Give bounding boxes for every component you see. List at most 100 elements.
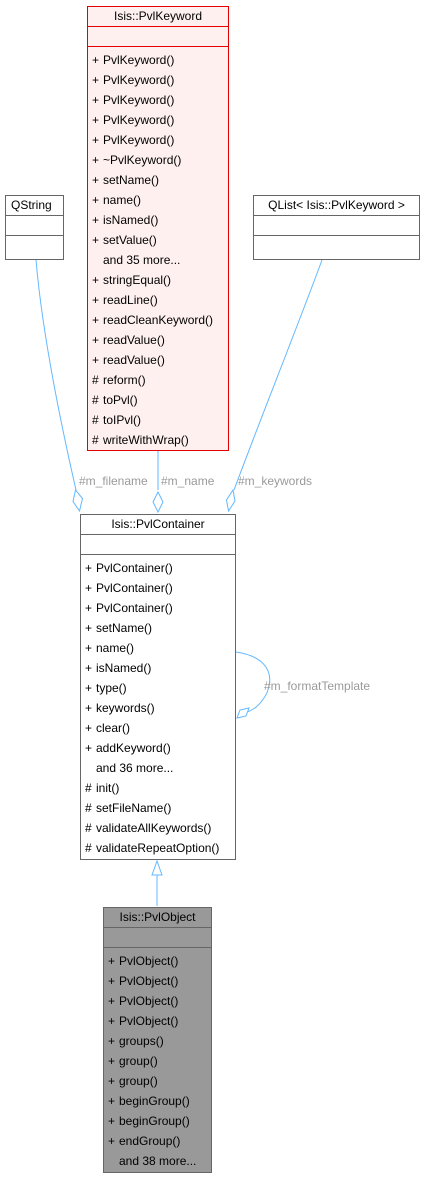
class-operation: +readValue()	[88, 350, 228, 370]
visibility-marker: +	[92, 113, 100, 127]
class-operation: +PvlKeyword()	[88, 50, 228, 70]
operation-label: setName()	[96, 621, 153, 635]
class-title: Isis::PvlObject	[104, 908, 211, 928]
visibility-marker: #	[85, 821, 92, 835]
class-operations: +PvlContainer()+PvlContainer()+PvlContai…	[81, 555, 235, 858]
class-attributes	[104, 928, 211, 948]
visibility-marker: +	[85, 681, 93, 695]
operation-label: PvlKeyword()	[103, 133, 175, 147]
operation-label: writeWithWrap()	[103, 433, 189, 447]
class-operation: +PvlContainer()	[81, 558, 235, 578]
operation-label: validateAllKeywords()	[96, 821, 212, 835]
class-operation: #toPvl()	[88, 390, 228, 410]
class-pvlobject[interactable]: Isis::PvlObject +PvlObject()+PvlObject()…	[103, 907, 212, 1173]
visibility-marker: +	[85, 641, 93, 655]
operation-label: PvlKeyword()	[103, 53, 175, 67]
operation-label: PvlObject()	[119, 954, 179, 968]
visibility-marker: +	[85, 581, 93, 595]
class-operations: +PvlObject()+PvlObject()+PvlObject()+Pvl…	[104, 948, 211, 1171]
class-pvlcontainer[interactable]: Isis::PvlContainer +PvlContainer()+PvlCo…	[80, 514, 236, 860]
inheritance-arrowhead	[151, 859, 163, 876]
visibility-marker: #	[92, 373, 99, 387]
class-title: QString	[6, 196, 63, 216]
class-operation: +beginGroup()	[104, 1091, 211, 1111]
edge-m-format-template	[235, 651, 271, 713]
operation-label: PvlObject()	[119, 974, 179, 988]
operation-label: PvlObject()	[119, 1014, 179, 1028]
class-operations	[6, 236, 63, 255]
visibility-marker: +	[92, 293, 100, 307]
class-operations	[254, 236, 419, 255]
visibility-marker: +	[85, 601, 93, 615]
operation-label: endGroup()	[119, 1134, 181, 1148]
class-operation: +setName()	[81, 618, 235, 638]
aggregation-diamond-keywords	[225, 488, 236, 513]
class-qstring[interactable]: QString	[5, 195, 64, 260]
class-operation: +PvlKeyword()	[88, 110, 228, 130]
operation-label: PvlKeyword()	[103, 113, 175, 127]
operation-label: init()	[96, 781, 120, 795]
class-operation: +PvlKeyword()	[88, 90, 228, 110]
class-operation: +name()	[88, 190, 228, 210]
operation-label: toPvl()	[103, 393, 138, 407]
operation-label: keywords()	[96, 701, 155, 715]
aggregation-diamond-format-template	[236, 707, 250, 719]
class-operation: +beginGroup()	[104, 1111, 211, 1131]
visibility-marker: +	[92, 73, 100, 87]
operation-label: readLine()	[103, 293, 158, 307]
visibility-marker: +	[92, 193, 100, 207]
visibility-marker: #	[92, 433, 99, 447]
class-operation: +PvlKeyword()	[88, 70, 228, 90]
operation-label: name()	[96, 641, 135, 655]
operation-label: readValue()	[103, 353, 165, 367]
operation-label: PvlKeyword()	[103, 93, 175, 107]
class-operation: +PvlContainer()	[81, 598, 235, 618]
class-qlist-pvlkeyword[interactable]: QList< Isis::PvlKeyword >	[253, 195, 420, 260]
visibility-marker: +	[92, 333, 100, 347]
visibility-marker: +	[92, 133, 100, 147]
edge-m-filename	[35, 259, 77, 491]
class-operation: +PvlContainer()	[81, 578, 235, 598]
operation-label: PvlContainer()	[96, 581, 173, 595]
visibility-marker: +	[108, 1114, 116, 1128]
operation-label: name()	[103, 193, 142, 207]
visibility-marker: +	[92, 53, 100, 67]
class-operation: +group()	[104, 1071, 211, 1091]
operation-label: and 35 more...	[103, 253, 181, 267]
class-operation: +endGroup()	[104, 1131, 211, 1151]
operation-label: type()	[96, 681, 127, 695]
class-operation: +addKeyword()	[81, 738, 235, 758]
class-operation: +name()	[81, 638, 235, 658]
class-operation: +setValue()	[88, 230, 228, 250]
operation-label: ~PvlKeyword()	[103, 153, 182, 167]
class-operation: #setFileName()	[81, 798, 235, 818]
class-operation: and 35 more...	[88, 250, 228, 270]
class-operation: +clear()	[81, 718, 235, 738]
class-operation: #toIPvl()	[88, 410, 228, 430]
operation-label: toIPvl()	[103, 413, 142, 427]
class-operation: +~PvlKeyword()	[88, 150, 228, 170]
class-operation: +type()	[81, 678, 235, 698]
visibility-marker: +	[92, 313, 100, 327]
operation-label: groups()	[119, 1034, 164, 1048]
operation-label: and 36 more...	[96, 761, 174, 775]
class-operation: +PvlKeyword()	[88, 130, 228, 150]
visibility-marker: +	[85, 721, 93, 735]
visibility-marker: #	[85, 801, 92, 815]
class-operation: +group()	[104, 1051, 211, 1071]
class-attributes	[254, 216, 419, 236]
visibility-marker: +	[108, 1074, 116, 1088]
class-attributes	[6, 216, 63, 236]
visibility-marker: +	[85, 661, 93, 675]
class-pvlkeyword[interactable]: Isis::PvlKeyword +PvlKeyword()+PvlKeywor…	[87, 6, 229, 451]
visibility-marker: +	[108, 974, 116, 988]
visibility-marker: +	[108, 1134, 116, 1148]
class-operation: #validateRepeatOption()	[81, 838, 235, 858]
edge-label-m-format-template: #m_formatTemplate	[264, 679, 371, 693]
operation-label: setName()	[103, 173, 160, 187]
operation-label: setValue()	[103, 233, 157, 247]
class-attributes	[88, 27, 228, 47]
visibility-marker: +	[108, 1054, 116, 1068]
class-operation: # writeWithWrap()	[88, 430, 228, 450]
